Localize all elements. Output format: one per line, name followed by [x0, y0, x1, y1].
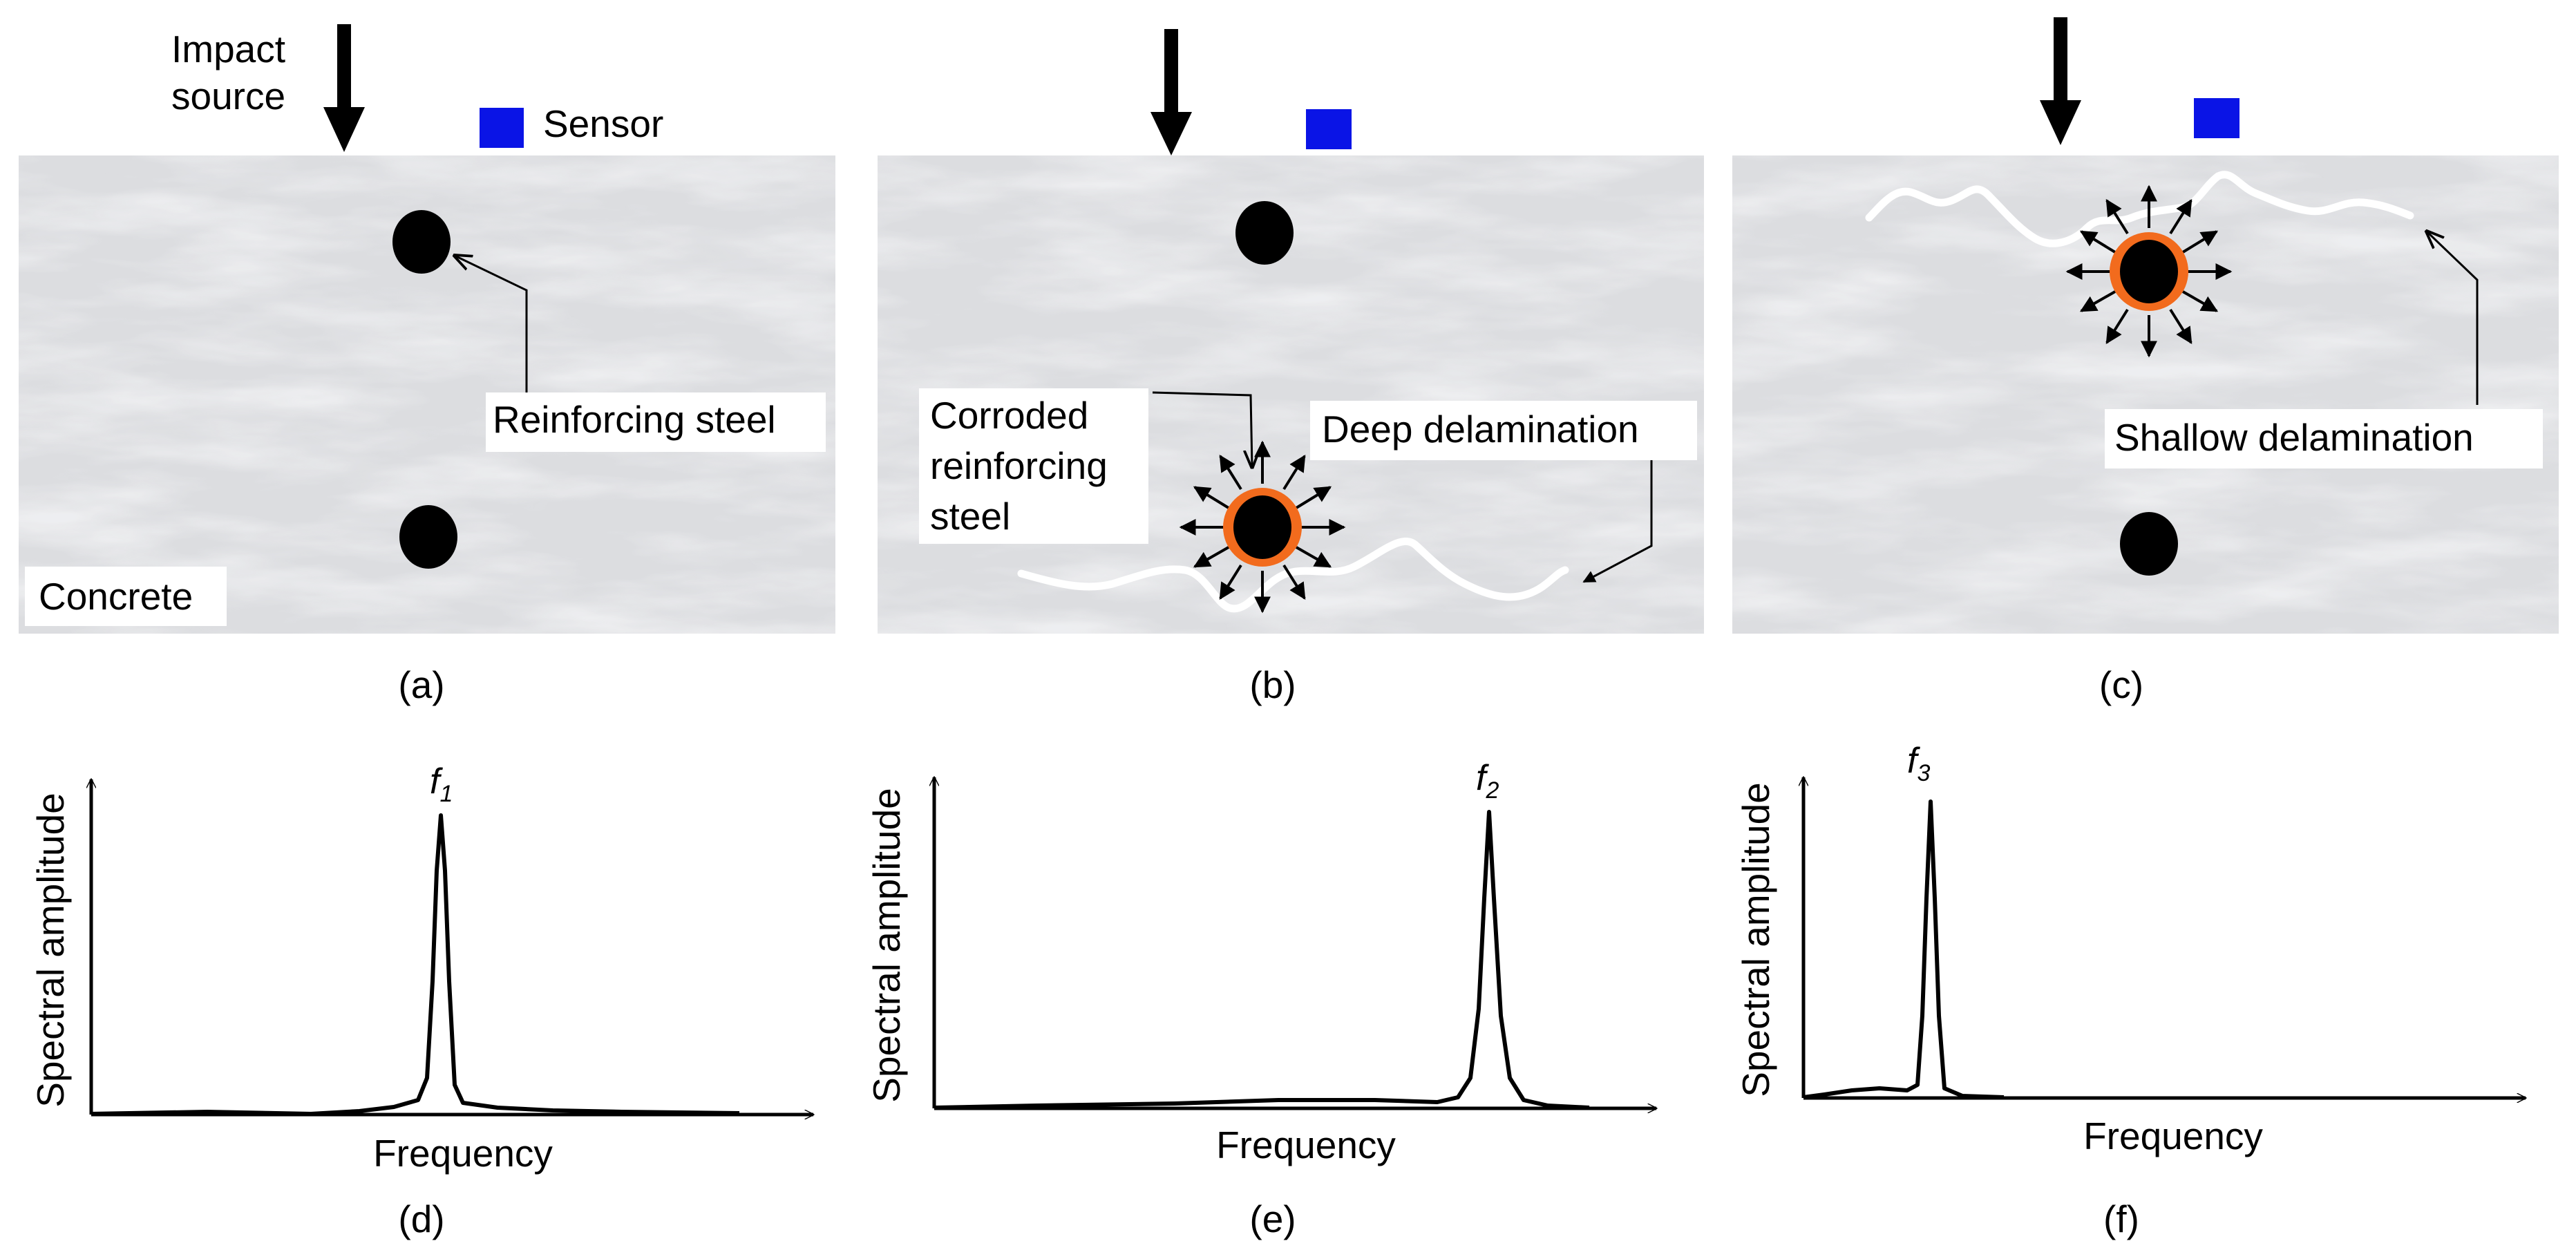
- deep-delam-leader: [1582, 460, 1653, 583]
- caption-a: (a): [398, 663, 444, 706]
- corroded-label-line1: Corroded: [930, 394, 1088, 437]
- shallow-delam-leader: [2427, 231, 2479, 405]
- spectrum-curve-e: [934, 810, 1590, 1110]
- deep-delamination-crack: [1017, 538, 1569, 613]
- deep-delam-label: Deep delamination: [1322, 408, 1639, 451]
- y-axis-label-f: Spectral amplitude: [1734, 782, 1777, 1097]
- spectrum-d: f1 Spectral amplitude Frequency (d): [29, 761, 813, 1240]
- rebar-top-b: [1235, 201, 1294, 265]
- caption-b: (b): [1249, 663, 1296, 706]
- impact-arrow-b: [1150, 29, 1192, 155]
- rebar-top-a: [392, 210, 451, 274]
- corroded-label-line3: steel: [930, 495, 1010, 538]
- sensor-icon-c: [2194, 98, 2239, 138]
- y-axis-label-e: Spectral amplitude: [865, 788, 908, 1103]
- corroded-label-box: [919, 388, 1148, 544]
- x-axis-label-f: Frequency: [2083, 1115, 2263, 1157]
- rebar-bottom-a: [399, 505, 457, 569]
- spectrum-f: f3 Spectral amplitude Frequency (f): [1734, 741, 2526, 1240]
- sensor-label: Sensor: [543, 102, 663, 145]
- caption-d: (d): [398, 1197, 444, 1240]
- shallow-delam-label: Shallow delamination: [2114, 416, 2474, 459]
- peak-label-d: f1: [430, 761, 453, 807]
- panel-a: Impact source Sensor Reinforcing steel C…: [19, 24, 835, 706]
- x-axis-label-e: Frequency: [1216, 1124, 1396, 1166]
- steel-leader-a: [455, 256, 528, 392]
- corroded-label-line2: reinforcing: [930, 444, 1108, 487]
- spectrum-curve-f: [1803, 799, 2005, 1099]
- steel-label: Reinforcing steel: [493, 398, 776, 441]
- impact-label-line2: source: [171, 75, 285, 117]
- impact-arrow-a: [323, 24, 365, 152]
- peak-label-f: f3: [1907, 741, 1930, 786]
- caption-c: (c): [2099, 663, 2143, 706]
- caption-e: (e): [1249, 1197, 1296, 1240]
- peak-label-e: f2: [1476, 758, 1499, 804]
- steel-label-box: [486, 392, 826, 452]
- concrete-label-box: [25, 567, 227, 626]
- impact-label-line1: Impact: [171, 28, 285, 70]
- y-axis-label-d: Spectral amplitude: [29, 793, 72, 1108]
- corroded-steel-b: [1179, 440, 1346, 614]
- spectrum-e: f2 Spectral amplitude Frequency (e): [865, 758, 1656, 1240]
- panel-b: Corroded reinforcing steel Deep delamina…: [878, 29, 1704, 706]
- shallow-delamination-crack: [1865, 171, 2414, 247]
- deep-delam-label-box: [1310, 401, 1697, 460]
- concrete-label: Concrete: [39, 575, 193, 618]
- spectrum-curve-d: [91, 813, 740, 1116]
- sensor-icon-b: [1306, 109, 1352, 149]
- corroded-leader: [1152, 391, 1252, 467]
- rebar-bottom-c: [2120, 512, 2178, 576]
- impact-arrow-c: [2040, 17, 2081, 145]
- caption-f: (f): [2103, 1197, 2139, 1240]
- panel-c: Shallow delamination (c): [1732, 17, 2559, 706]
- shallow-delam-label-box: [2105, 409, 2543, 468]
- sensor-icon: [480, 108, 524, 148]
- x-axis-label-d: Frequency: [373, 1132, 553, 1175]
- corroded-steel-c: [2065, 184, 2233, 358]
